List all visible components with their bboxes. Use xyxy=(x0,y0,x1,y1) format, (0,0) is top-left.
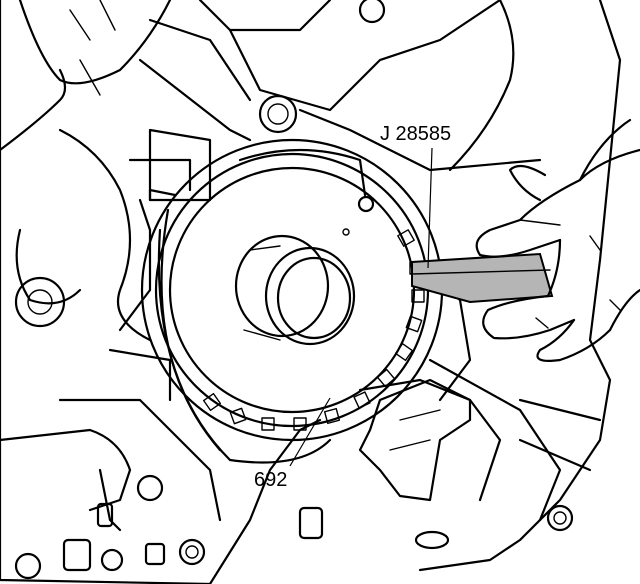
mounting-bolts xyxy=(14,0,574,580)
dowel-pins xyxy=(62,502,450,572)
hub-shaft xyxy=(234,234,356,346)
callout-part-label: 692 xyxy=(254,469,287,491)
support-arm xyxy=(358,268,472,502)
leader-part xyxy=(289,397,331,467)
feeler-gauge-tool xyxy=(411,252,554,304)
callout-tool-label: J 28585 xyxy=(380,123,451,145)
gear-drum-assembly xyxy=(140,138,444,464)
gear-teeth xyxy=(202,229,425,431)
hand-illustration xyxy=(475,118,640,362)
leader-tool xyxy=(427,147,433,269)
